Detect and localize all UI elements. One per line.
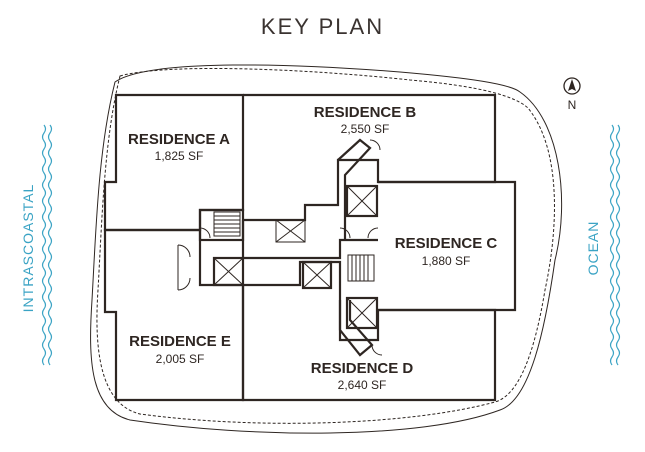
page-title: KEY PLAN bbox=[260, 14, 385, 39]
intracoastal-waves bbox=[41, 124, 53, 366]
residence-c-name: RESIDENCE C bbox=[395, 235, 498, 252]
residence-d-size: 2,640 SF bbox=[338, 378, 387, 392]
residence-b-name: RESIDENCE B bbox=[314, 104, 417, 121]
residence-d-outline bbox=[241, 260, 497, 402]
residence-e-name: RESIDENCE E bbox=[129, 333, 231, 350]
residence-e-size: 2,005 SF bbox=[156, 352, 205, 366]
residence-a-name: RESIDENCE A bbox=[128, 131, 230, 148]
intracoastal-label: INTRASCOASTAL bbox=[20, 184, 36, 313]
balcony-outline bbox=[90, 64, 563, 434]
north-arrow-icon bbox=[563, 77, 581, 95]
ocean-label: OCEAN bbox=[585, 221, 601, 276]
north-label: N bbox=[568, 98, 577, 112]
residence-c-size: 1,880 SF bbox=[422, 254, 471, 268]
residence-e-outline bbox=[103, 228, 245, 402]
ocean-waves bbox=[609, 124, 621, 366]
residence-a-size: 1,825 SF bbox=[155, 149, 204, 163]
residence-b-size: 2,550 SF bbox=[341, 122, 390, 136]
residence-d-name: RESIDENCE D bbox=[311, 360, 414, 377]
building-core bbox=[177, 138, 383, 357]
